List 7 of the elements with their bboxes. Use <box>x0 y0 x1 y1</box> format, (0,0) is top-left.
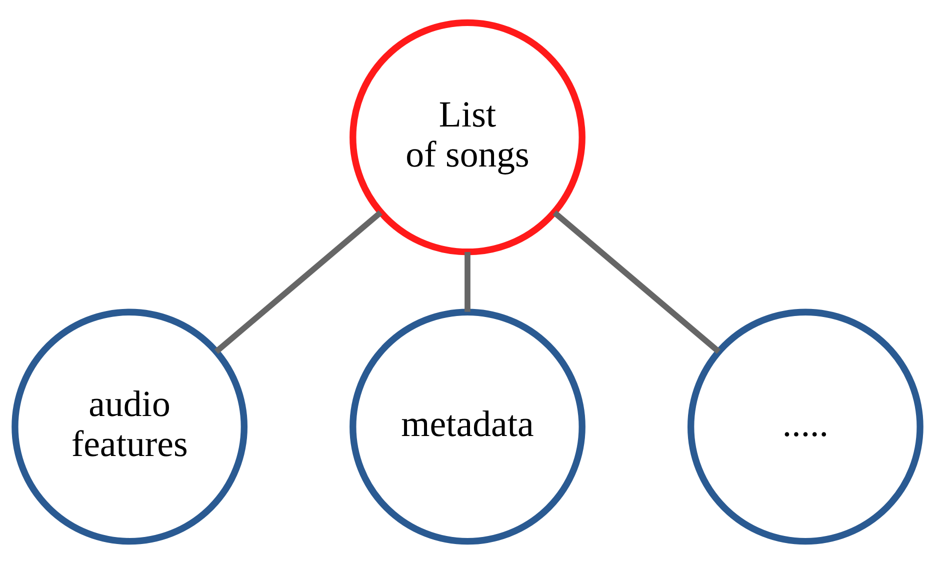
node-circle: metadata <box>350 308 586 544</box>
connector <box>214 210 382 354</box>
connector <box>464 252 470 312</box>
node-circle: ..... <box>688 308 924 544</box>
node-circle: audio features <box>12 308 248 544</box>
connector <box>552 210 721 354</box>
node-circle: List of songs <box>350 18 586 255</box>
